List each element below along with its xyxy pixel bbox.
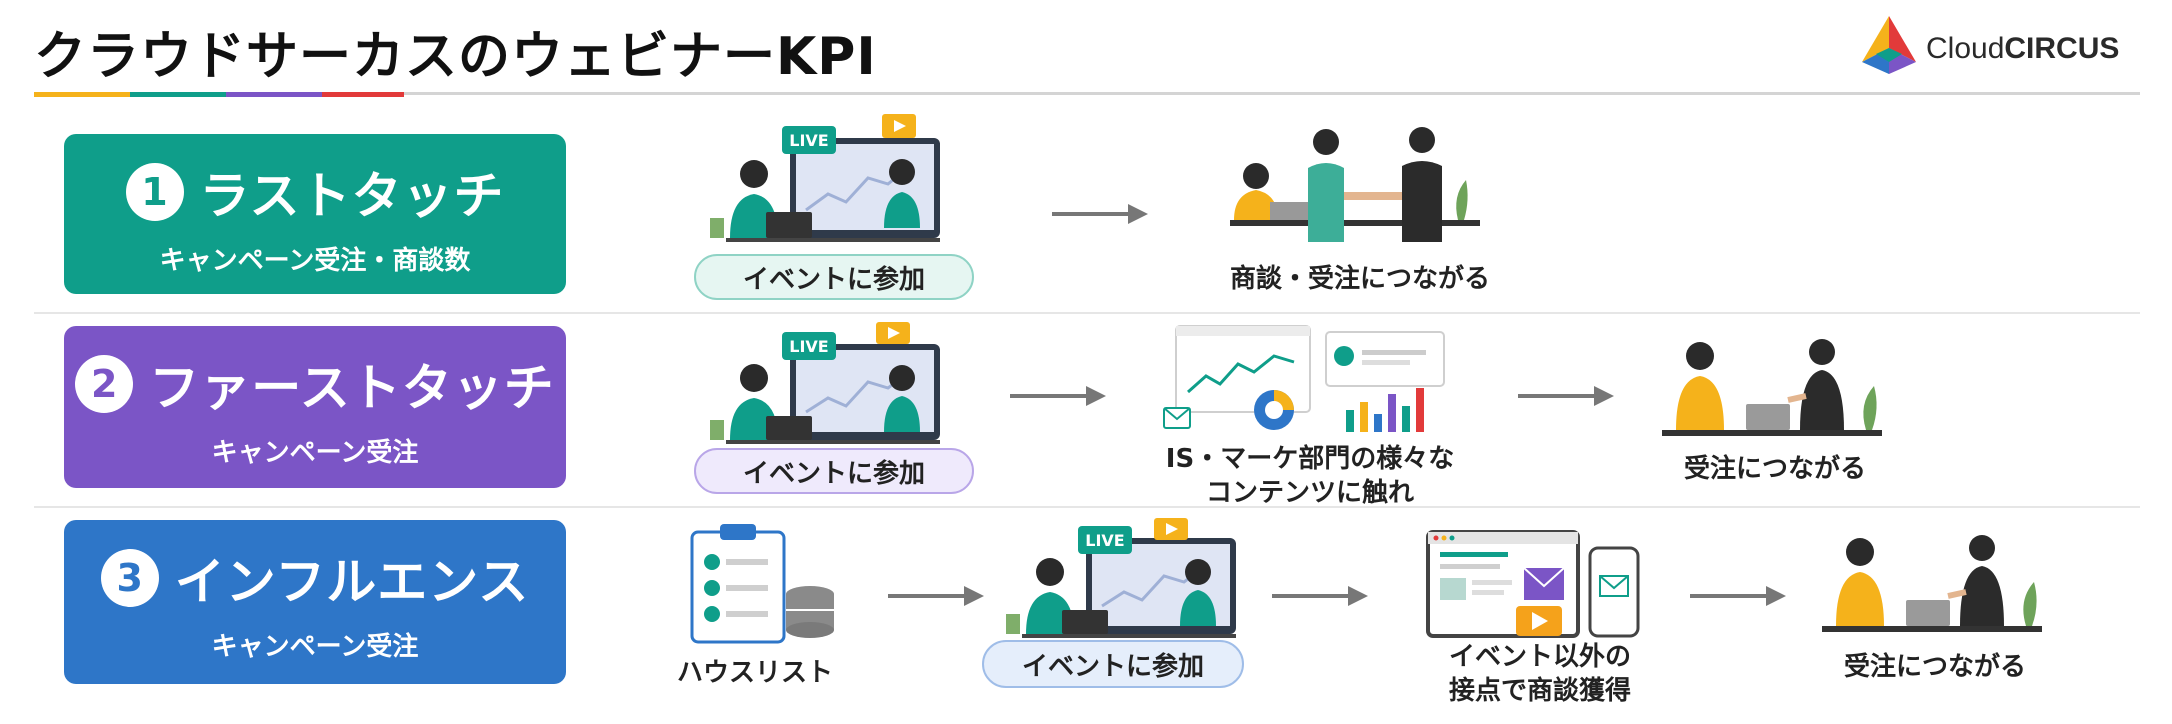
cloudcircus-logo: CloudCIRCUS [1858, 14, 2148, 78]
event-participation-pill: イベントに参加 [694, 448, 974, 494]
logo-mark-icon [1862, 16, 1916, 74]
result-caption: 受注につながる [1843, 652, 2026, 682]
title-rule [34, 92, 2140, 95]
logo-text-light: Cloud [1926, 32, 2005, 65]
handshake-icon [1230, 127, 1480, 242]
page-title: クラウドサーカスのウェビナーKPI [34, 27, 877, 87]
title-accent-purple [226, 92, 322, 97]
live-webinar-icon: LIVE [1006, 518, 1236, 638]
logo-text: CloudCIRCUS [1926, 32, 2119, 66]
contents-caption-line2: コンテンツに触れ [1205, 478, 1414, 508]
live-badge: LIVE [789, 337, 828, 356]
result-caption: 受注につながる [1683, 454, 1866, 484]
arrow-right-icon [1272, 586, 1368, 606]
meeting-icon [1822, 535, 2042, 632]
live-webinar-icon: LIVE [710, 322, 940, 444]
contents-caption-line1: IS・マーケ部門の様々な [1165, 444, 1455, 474]
kpi-card-last-touch: 1 ラストタッチ キャンペーン受注・商談数 [64, 134, 566, 294]
arrow-right-icon [1690, 586, 1786, 606]
kpi-number-badge: 2 [75, 355, 134, 413]
other-touchpoints-line2: 接点で商談獲得 [1448, 676, 1631, 706]
kpi-number-badge: 3 [100, 549, 159, 607]
live-webinar-icon: LIVE [710, 114, 940, 242]
title-accent-yellow [34, 92, 130, 97]
event-participation-pill: イベントに参加 [982, 640, 1244, 688]
dashboard-icon [1163, 325, 1445, 432]
kpi-subtitle: キャンペーン受注 [211, 438, 419, 468]
event-participation-pill: イベントに参加 [694, 254, 974, 300]
row-divider-2 [34, 506, 2140, 508]
live-badge: LIVE [1085, 531, 1124, 550]
result-caption: 商談・受注につながる [1229, 264, 1490, 294]
other-touchpoints-line1: イベント以外の [1448, 642, 1631, 672]
kpi-number-badge: 1 [125, 163, 184, 221]
title-accent-red [322, 92, 404, 97]
kpi-card-influence: 3 インフルエンス キャンペーン受注 [64, 520, 566, 684]
kpi-card-first-touch: 2 ファーストタッチ キャンペーン受注 [64, 326, 566, 488]
arrow-right-icon [1010, 386, 1106, 406]
logo-text-bold: CIRCUS [2004, 32, 2120, 65]
kpi-subtitle: キャンペーン受注・商談数 [159, 246, 471, 276]
kpi-title: インフルエンス [174, 553, 530, 611]
house-list-caption: ハウスリスト [676, 658, 833, 688]
arrow-right-icon [1052, 204, 1148, 224]
other-touchpoints-caption: イベント以外の 接点で商談獲得 [1400, 640, 1680, 708]
arrow-right-icon [1518, 386, 1614, 406]
meeting-icon [1662, 339, 1882, 436]
live-badge: LIVE [789, 131, 828, 150]
contents-caption: IS・マーケ部門の様々な コンテンツに触れ [1140, 442, 1480, 510]
kpi-subtitle: キャンペーン受注 [211, 632, 419, 662]
arrow-right-icon [888, 586, 984, 606]
title-accent-teal [130, 92, 226, 97]
kpi-title: ラストタッチ [199, 167, 505, 225]
row-divider-1 [34, 312, 2140, 314]
laptop-content-icon [1426, 530, 1640, 638]
kpi-title: ファーストタッチ [149, 359, 555, 417]
clipboard-icon [690, 524, 834, 644]
